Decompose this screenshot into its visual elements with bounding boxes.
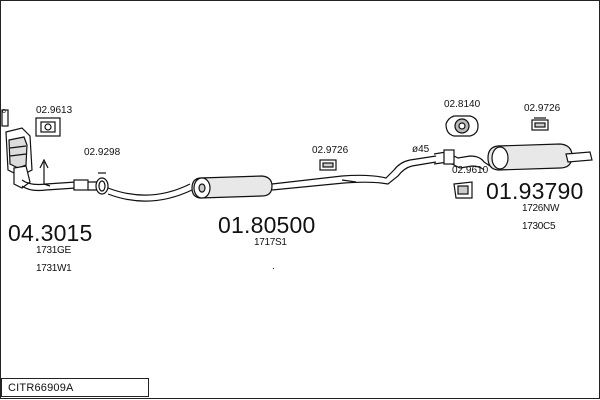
rubber-mount-rear-icon: [531, 117, 549, 131]
front-pipe-ref-1: 1731GE: [36, 245, 71, 256]
catalytic-converter-icon: [1, 109, 33, 189]
rear-silencer-icon: [487, 143, 593, 171]
pipe-diameter-label: ø45: [412, 144, 430, 155]
clamp-front-label: 02.9298: [84, 147, 121, 158]
front-pipe: [21, 179, 98, 192]
rubber-mount-middle-icon: [319, 159, 337, 171]
rubber-ring-icon: [445, 115, 479, 137]
middle-silencer-icon: [191, 175, 273, 199]
middle-silencer-number: 01.80500: [218, 212, 316, 238]
gasket-flange-icon: [35, 117, 61, 137]
rubber-mount-rear-label: 02.9726: [524, 103, 561, 114]
intermediate-pipe: [107, 183, 193, 202]
center-dot: .: [272, 261, 275, 272]
bracket-icon: [453, 181, 473, 199]
middle-silencer-ref-1: 1717S1: [254, 237, 287, 248]
tail-pipe-connector: [433, 149, 491, 171]
rubber-ring-label: 02.8140: [444, 99, 481, 110]
front-pipe-ref-2: 1731W1: [36, 263, 72, 274]
rear-silencer-ref-2: 1730C5: [522, 221, 556, 232]
flow-arrow-icon: [39, 158, 51, 187]
rear-intermediate-pipe: [271, 155, 437, 191]
rear-silencer-ref-1: 1726NW: [522, 203, 560, 214]
diagram-code: CITR66909A: [8, 382, 74, 394]
flange-mark: o: [2, 108, 6, 115]
rubber-mount-middle-label: 02.9726: [312, 145, 349, 156]
rear-silencer-number: 01.93790: [486, 178, 584, 204]
diagram-code-box: CITR66909A: [1, 378, 149, 397]
gasket-flange-label: 02.9613: [36, 105, 73, 116]
clamp-icon: [95, 172, 109, 195]
front-pipe-number: 04.3015: [8, 220, 93, 246]
bracket-label: 02.9610: [452, 165, 489, 176]
